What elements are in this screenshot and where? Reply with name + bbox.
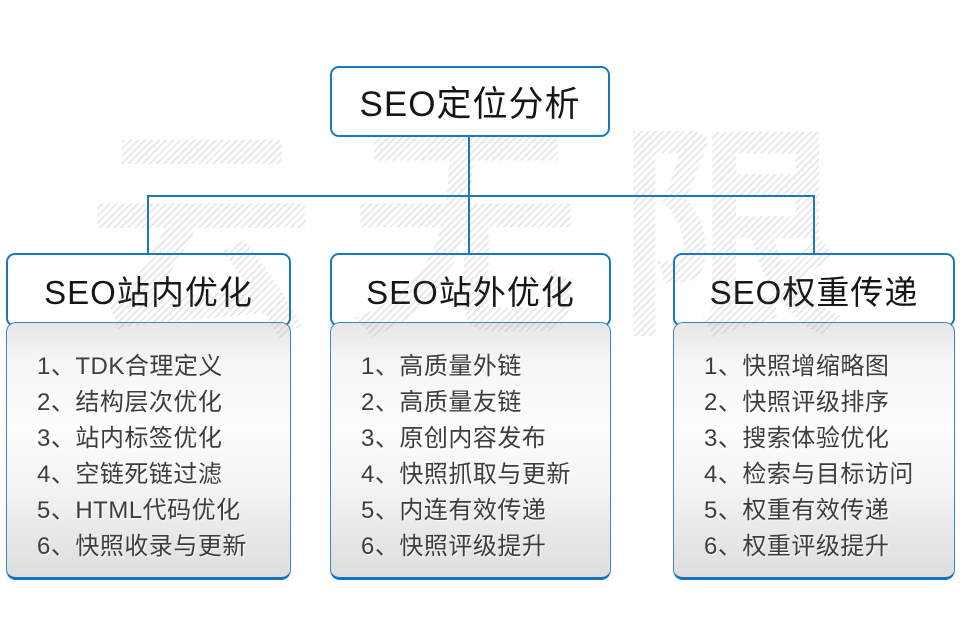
connector-left-drop [147, 195, 149, 253]
node-title: SEO权重传递 [709, 274, 919, 311]
list-item: 2、快照评级排序 [704, 389, 890, 416]
list-item: 6、权重评级提升 [704, 533, 890, 560]
connector-right-drop [813, 195, 815, 253]
list-item: 5、内连有效传递 [361, 497, 547, 524]
node-title: SEO定位分析 [359, 85, 581, 124]
list-item: 4、空链死链过滤 [37, 461, 223, 488]
list-item: 3、原创内容发布 [361, 425, 547, 452]
list-item: 2、高质量友链 [361, 389, 522, 416]
node-onsite-optimization: SEO站内优化 [6, 253, 291, 327]
connector-horizontal-bar [147, 195, 815, 197]
list-item: 6、快照评级提升 [361, 533, 547, 560]
list-item: 5、HTML代码优化 [37, 497, 241, 524]
node-title: SEO站外优化 [366, 274, 575, 311]
node-weight-transfer: SEO权重传递 [673, 253, 955, 327]
node-offsite-optimization: SEO站外优化 [330, 253, 611, 327]
list-onsite-optimization: 1、TDK合理定义 2、结构层次优化 3、站内标签优化 4、空链死链过滤 5、H… [6, 322, 291, 580]
list-item: 1、快照增缩略图 [704, 353, 890, 380]
list-item: 3、搜索体验优化 [704, 425, 890, 452]
list-offsite-optimization: 1、高质量外链 2、高质量友链 3、原创内容发布 4、快照抓取与更新 5、内连有… [330, 322, 611, 580]
list-item: 4、检索与目标访问 [704, 461, 914, 488]
node-title: SEO站内优化 [44, 274, 253, 311]
list-item: 6、快照收录与更新 [37, 533, 247, 560]
list-item: 4、快照抓取与更新 [361, 461, 571, 488]
node-seo-positioning-analysis: SEO定位分析 [330, 66, 610, 137]
list-item: 1、TDK合理定义 [37, 353, 223, 380]
list-weight-transfer: 1、快照增缩略图 2、快照评级排序 3、搜索体验优化 4、检索与目标访问 5、权… [673, 322, 955, 580]
list-item: 1、高质量外链 [361, 353, 522, 380]
list-item: 3、站内标签优化 [37, 425, 223, 452]
list-item: 5、权重有效传递 [704, 497, 890, 524]
list-item: 2、结构层次优化 [37, 389, 223, 416]
